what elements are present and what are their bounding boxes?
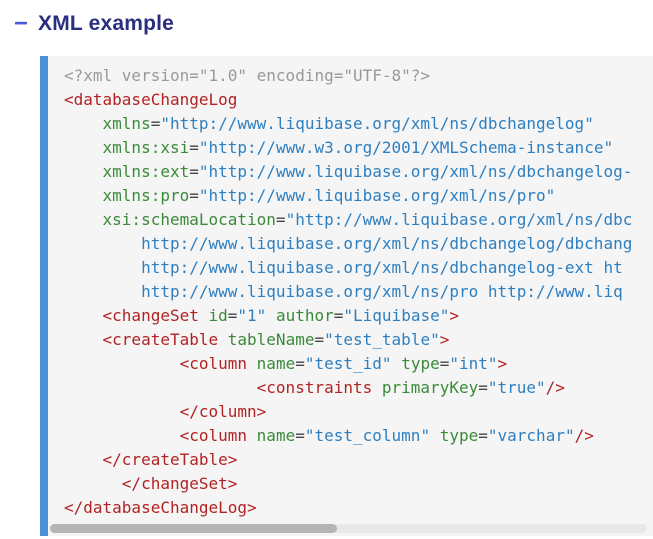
code-line: xsi:schemaLocation="http://www.liquibase… [102, 210, 633, 229]
code-content: <?xml version="1.0" encoding="UTF-8"?> <d… [48, 56, 653, 520]
code-line: <databaseChangeLog [64, 90, 238, 109]
code-line: <createTable tableName="test_table"> [102, 330, 450, 349]
horizontal-scrollbar-track[interactable] [50, 524, 647, 533]
code-line: http://www.liquibase.org/xml/ns/pro http… [141, 282, 623, 301]
code-line: xmlns:pro="http://www.liquibase.org/xml/… [102, 186, 556, 205]
code-line: <?xml version="1.0" encoding="UTF-8"?> [64, 66, 431, 85]
code-line: xmlns:ext="http://www.liquibase.org/xml/… [102, 162, 633, 181]
code-line: </changeSet> [121, 474, 238, 493]
horizontal-scrollbar-thumb[interactable] [50, 524, 337, 533]
code-line: </databaseChangeLog> [64, 498, 257, 517]
code-line: <constraints primaryKey="true"/> [256, 378, 565, 397]
code-line: <changeSet id="1" author="Liquibase"> [102, 306, 459, 325]
collapse-minus-icon[interactable]: − [14, 10, 29, 37]
code-line: http://www.liquibase.org/xml/ns/dbchange… [141, 258, 623, 277]
page-title: XML example [38, 12, 175, 35]
code-line: xmlns="http://www.liquibase.org/xml/ns/d… [102, 114, 594, 133]
code-line: http://www.liquibase.org/xml/ns/dbchange… [141, 234, 633, 253]
code-line: </column> [179, 402, 267, 421]
code-line: xmlns:xsi="http://www.w3.org/2001/XMLSch… [102, 138, 614, 157]
code-line: <column name="test_column" type="varchar… [179, 426, 594, 445]
section-header: − XML example [14, 12, 653, 36]
code-block[interactable]: <?xml version="1.0" encoding="UTF-8"?> <d… [40, 56, 653, 536]
code-line: </createTable> [102, 450, 238, 469]
code-line: <column name="test_id" type="int"> [179, 354, 508, 373]
